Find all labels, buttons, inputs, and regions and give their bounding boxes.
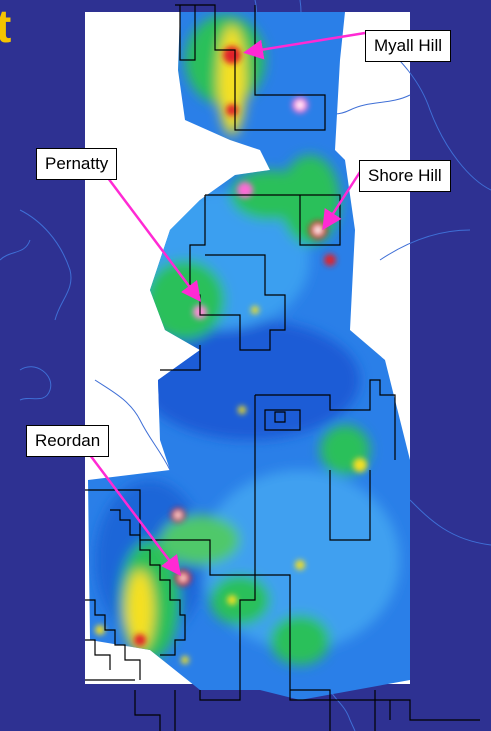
- label-shore-hill: Shore Hill: [359, 160, 451, 192]
- label-reordan: Reordan: [26, 425, 110, 457]
- pointer-arrows: [89, 31, 366, 576]
- title-fragment: t: [0, 0, 12, 52]
- arrow-pernatty: [107, 177, 201, 302]
- arrow-reordan: [89, 454, 182, 576]
- arrow-myall-hill: [243, 31, 366, 60]
- label-myall-hill: Myall Hill: [365, 30, 451, 62]
- arrow-shore-hill: [322, 171, 362, 231]
- tenement-boundaries: [85, 4, 480, 731]
- anomaly-peaks: [95, 46, 367, 664]
- label-pernatty: Pernatty: [36, 148, 118, 180]
